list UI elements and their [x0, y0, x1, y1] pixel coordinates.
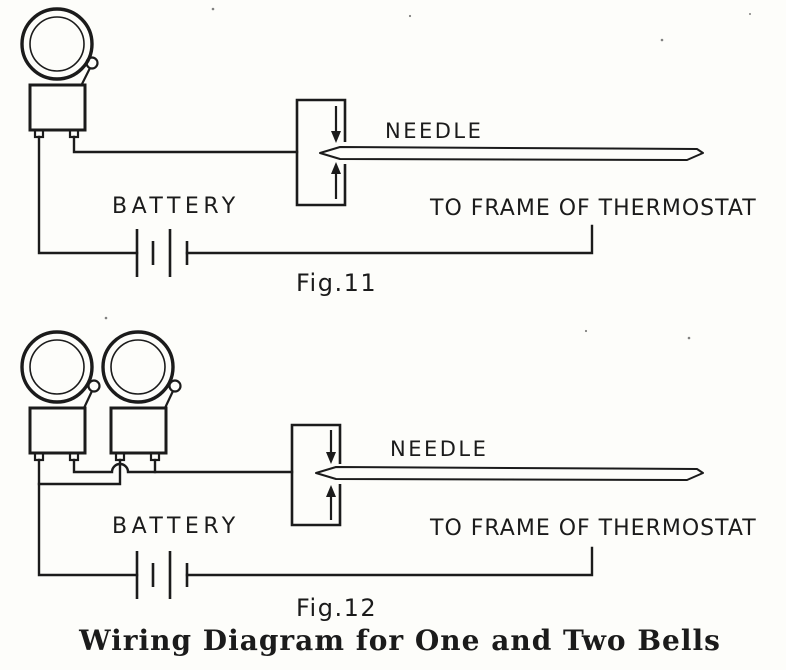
fig12-diagram: NEEDLE BATTERY TO FRAME OF THERMOSTAT Fi…	[20, 330, 757, 622]
fig11-needle-label: NEEDLE	[385, 119, 483, 143]
up-arrowhead-icon	[326, 485, 336, 497]
scan-speck	[584, 329, 588, 333]
fig12-bell-left	[20, 330, 101, 462]
bell-gong	[101, 330, 175, 404]
fig12-battery-symbol	[135, 551, 189, 599]
fig11-lower-contact-arrow	[331, 162, 341, 199]
fig11-needle	[319, 146, 704, 161]
up-arrowhead-icon	[331, 162, 341, 174]
bell-gong	[20, 7, 94, 81]
bell-clapper-arm	[83, 390, 93, 409]
fig12-upper-contact-arrow	[326, 430, 336, 464]
bell-gong-rim	[110, 339, 166, 395]
fig11-wire-to-battery	[37, 135, 139, 255]
bell-clapper-arm	[80, 67, 91, 87]
fig11-wire-to-frame	[185, 224, 594, 255]
fig12-battery-label: BATTERY	[112, 514, 240, 539]
fig12-wire-to-frame	[185, 546, 594, 577]
fig12-wire-left-bell-down	[37, 458, 139, 577]
fig11-wire-to-needle	[72, 135, 299, 154]
bell-clapper	[168, 379, 182, 393]
paper-specks	[104, 7, 751, 340]
fig12-needle-label: NEEDLE	[390, 437, 488, 461]
fig12-wire-right-bell-branch	[37, 458, 122, 486]
bell-gong	[20, 330, 94, 404]
bell-base	[28, 83, 87, 132]
bell-clapper	[85, 56, 99, 70]
fig12-caption: Fig.12	[296, 594, 377, 622]
fig11-frame-label: TO FRAME OF THERMOSTAT	[429, 196, 757, 221]
bell-clapper	[87, 379, 101, 393]
fig11-bell	[20, 7, 99, 139]
scan-speck	[660, 38, 664, 42]
fig12-needle	[315, 466, 704, 481]
bell-gong-rim	[29, 339, 85, 395]
fig12-wire-to-needle	[72, 458, 294, 474]
fig11-contact-bracket	[295, 98, 347, 207]
fig11-battery-label: BATTERY	[112, 194, 240, 219]
fig12-frame-label: TO FRAME OF THERMOSTAT	[429, 516, 757, 541]
scan-speck	[749, 13, 751, 15]
fig11-diagram: NEEDLE BATTERY TO FRAME OF THERMOSTAT Fi…	[20, 7, 757, 297]
bell-base	[109, 406, 168, 455]
fig12-contact-bracket	[290, 423, 342, 527]
fig12-bell-right	[101, 330, 182, 462]
bell-base	[28, 406, 87, 455]
down-arrowhead-icon	[331, 131, 341, 143]
scan-speck	[687, 336, 691, 340]
scan-speck	[104, 316, 108, 320]
bell-clapper-arm	[164, 390, 174, 409]
fig11-upper-contact-arrow	[331, 106, 341, 143]
bell-gong-rim	[29, 16, 85, 72]
scan-speck	[211, 7, 215, 11]
scan-speck	[408, 14, 412, 18]
diagram-title: Wiring Diagram for One and Two Bells	[78, 624, 721, 657]
down-arrowhead-icon	[326, 452, 336, 464]
fig11-caption: Fig.11	[296, 269, 377, 297]
fig12-lower-contact-arrow	[326, 485, 336, 520]
fig11-battery-symbol	[135, 229, 189, 277]
